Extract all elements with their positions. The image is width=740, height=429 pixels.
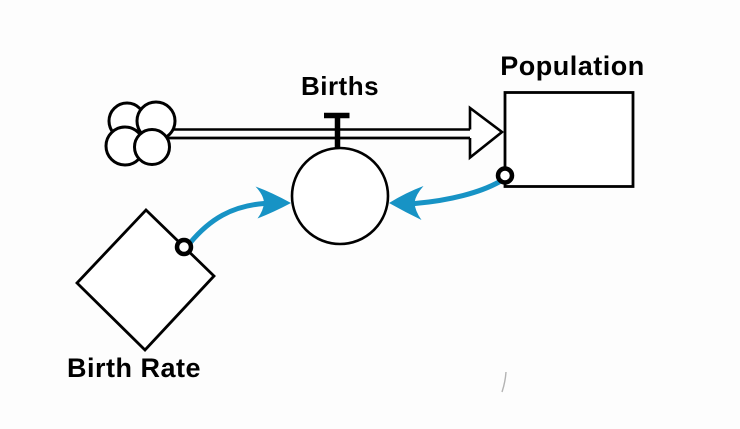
connector-arrowhead-icon xyxy=(255,186,291,219)
aux-label-birth-rate[interactable]: Birth Rate xyxy=(66,353,201,383)
port-birth-rate[interactable] xyxy=(174,237,194,257)
stock-population-box[interactable] xyxy=(503,91,635,188)
stray-mark xyxy=(501,371,507,393)
flow-arrowhead-icon xyxy=(468,105,505,161)
connector-birth-rate-to-births[interactable] xyxy=(187,186,291,246)
valve-circle[interactable] xyxy=(290,146,390,246)
port-population[interactable] xyxy=(495,166,515,185)
flow-valve[interactable] xyxy=(290,112,390,246)
flow-label-births[interactable]: Births xyxy=(300,71,380,101)
aux-birth-rate-diamond[interactable] xyxy=(75,208,216,353)
flow-pipe[interactable] xyxy=(166,105,505,161)
connector-arrowhead-icon xyxy=(389,186,424,220)
stock-label-population[interactable]: Population xyxy=(500,51,645,81)
cloud-icon[interactable] xyxy=(104,100,177,167)
connector-population-to-births[interactable] xyxy=(389,179,502,220)
